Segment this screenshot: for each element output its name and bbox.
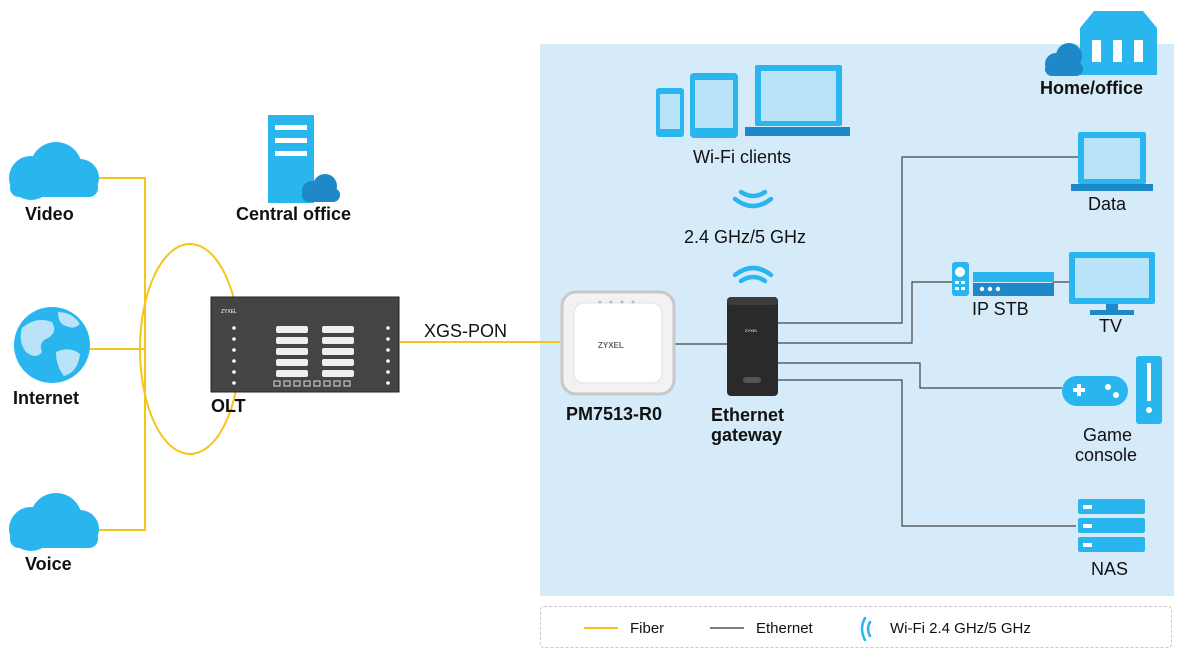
tv-label: TV [1099, 316, 1123, 336]
ip-stb-icon [952, 262, 1054, 296]
olt-label: OLT [211, 396, 246, 416]
legend-fiber-label: Fiber [630, 620, 665, 637]
game-label-line1: Game [1083, 425, 1133, 445]
ethernet-lines [675, 156, 1078, 527]
xgs-pon-label: XGS-PON [424, 321, 508, 341]
game-cable [778, 362, 1062, 389]
video-cloud-icon [9, 142, 99, 200]
stb-cable [778, 281, 955, 344]
data-cable [778, 156, 1078, 324]
nas-storage-icon [1078, 499, 1145, 552]
data-laptop-icon [1071, 132, 1153, 191]
olt-brand-logo: ZYXEL [221, 309, 237, 315]
gateway-wifi-signal-icon [732, 265, 774, 284]
central-office-label: Central office [236, 204, 352, 224]
home-office-label: Home/office [1040, 78, 1144, 98]
gateway-brand-logo: ZYXEL [745, 328, 758, 333]
legend-ethernet-label: Ethernet [756, 620, 813, 637]
video-label: Video [25, 204, 74, 224]
ont-model-label: PM7513-R0 [566, 404, 663, 424]
voice-label: Voice [25, 554, 72, 574]
home-office-house-icon [1045, 11, 1157, 76]
legend-wifi-label: Wi-Fi 2.4 GHz/5 GHz [890, 620, 1031, 637]
ethernet-gateway-device [727, 297, 778, 396]
internet-globe-icon [14, 307, 90, 383]
wifi-signal-icon [732, 189, 774, 209]
game-console-icon [1062, 356, 1162, 424]
internet-label: Internet [13, 388, 80, 408]
fiber-trunk-line [85, 177, 146, 531]
central-office-server-icon [268, 115, 340, 203]
ip-stb-label: IP STB [972, 299, 1029, 319]
nas-cable [778, 379, 1076, 527]
wifi-client-devices-icon [656, 65, 850, 138]
wifi-clients-label: Wi-Fi clients [693, 147, 791, 167]
ont-brand-logo: ZYXEL [598, 341, 624, 350]
legend [540, 606, 1172, 648]
nas-label: NAS [1091, 559, 1129, 579]
data-label: Data [1088, 194, 1127, 214]
gateway-label-line2: gateway [711, 425, 783, 445]
ont-device [560, 290, 676, 396]
olt-chassis [210, 296, 400, 393]
game-label-line2: console [1075, 445, 1138, 465]
tv-icon [1069, 252, 1155, 315]
legend-wifi-swatch-icon [860, 616, 872, 642]
gateway-label-line1: Ethernet [711, 405, 785, 425]
wifi-bands-label: 2.4 GHz/5 GHz [684, 227, 807, 247]
voice-cloud-icon [9, 493, 99, 551]
